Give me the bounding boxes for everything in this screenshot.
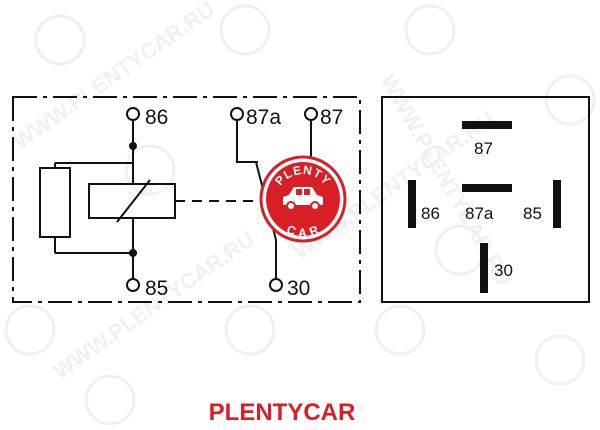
junction-top [129,142,137,150]
watermark-text: WWW.PLENTYCAR.RU [9,0,220,154]
blade-87a [462,184,512,192]
watermark-circles [4,4,596,426]
blade-86 [408,180,416,228]
label-87: 87 [320,106,343,129]
coil-bottom-wire [55,252,134,279]
schematic [12,96,361,303]
contact-87a-wire [236,120,258,163]
pin-87-terminal [304,107,318,121]
plentycar-logo: PLENTY CAR [259,155,347,243]
pin-87a-terminal [230,107,244,121]
blade-30 [480,243,488,293]
coil-top-wire [55,120,134,164]
resistor [39,167,71,238]
pin-30-terminal [269,278,283,292]
car-icon [283,187,323,211]
plug-frame [381,96,590,303]
watermark-text: WWW.PLENTYCAR.RU [49,226,260,384]
plug-label-85: 85 [523,204,542,223]
pin-86-terminal [126,107,140,121]
blade-85 [553,180,561,228]
coil-diagonal [116,179,151,223]
plug-label-30: 30 [494,261,513,280]
plug-label-87: 87 [474,139,493,158]
blade-87 [462,121,512,129]
logo-bottom-textpath: CAR [285,222,321,240]
footer-brand: PLENTYCAR [209,399,356,425]
label-86: 86 [145,106,168,129]
schematic-frame [12,96,361,303]
plug-label-87a: 87a [465,204,494,223]
label-85: 85 [145,277,168,300]
label-30: 30 [287,277,310,300]
plug-view: 87 86 87a 85 30 [381,96,590,303]
label-87a: 87a [246,106,281,129]
plug-label-86: 86 [421,204,440,223]
pin-85-terminal [126,278,140,292]
schematic-labels: 86 85 87a 87 30 [145,106,343,300]
logo-bottom-text: CAR [285,222,322,240]
